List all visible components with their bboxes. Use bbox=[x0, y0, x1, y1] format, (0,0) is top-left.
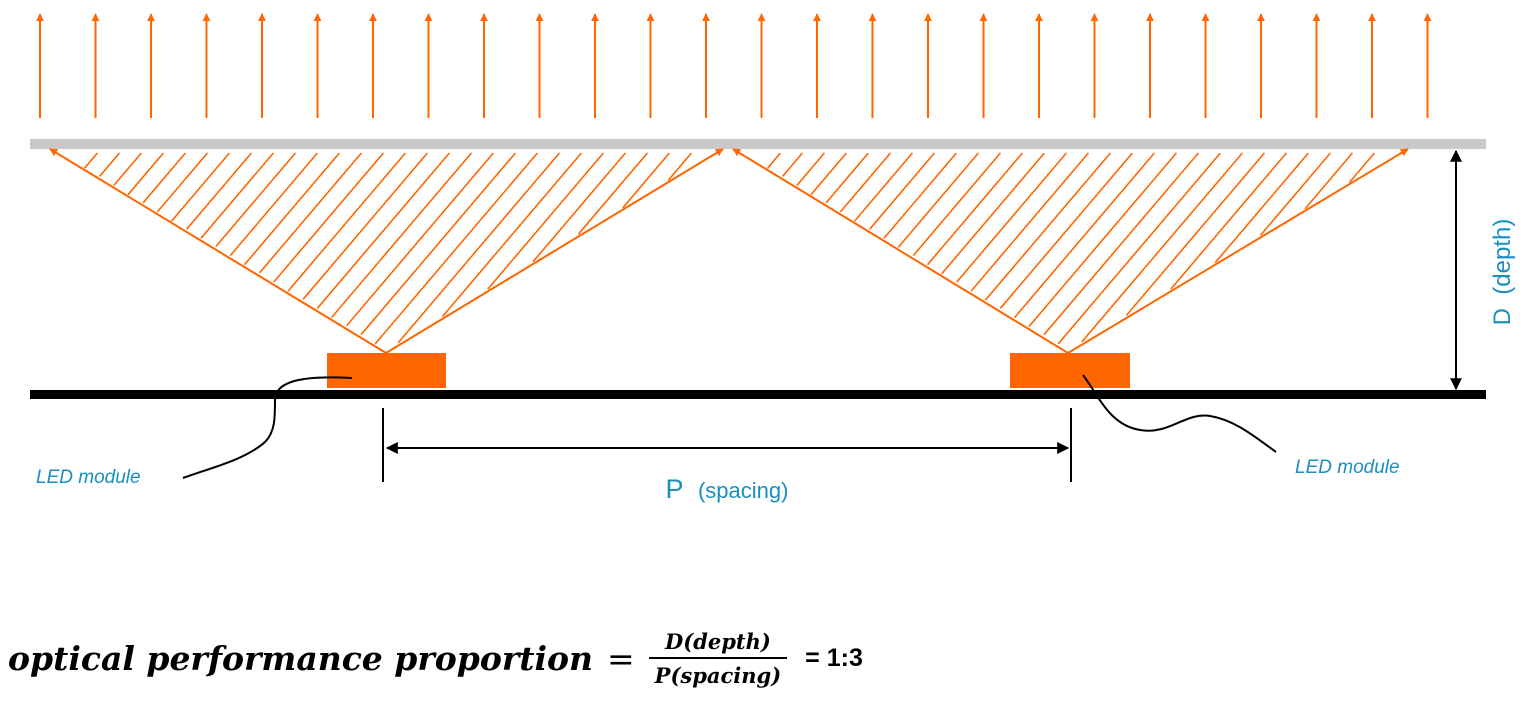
hatch-line bbox=[1057, 152, 1222, 345]
hatch-line bbox=[229, 152, 319, 257]
formula-lhs: optical performance proportion bbox=[8, 638, 594, 678]
hatch-line bbox=[1013, 152, 1156, 319]
hatch-line bbox=[1348, 152, 1376, 184]
formula-fraction: D(depth) P(spacing) bbox=[648, 628, 788, 688]
hatch-line bbox=[1304, 152, 1354, 210]
hatch-line bbox=[397, 152, 561, 344]
led-module-right bbox=[1010, 353, 1130, 388]
hatch-line bbox=[243, 152, 341, 266]
hatch-line bbox=[796, 152, 826, 187]
diffuser-plate bbox=[30, 139, 1486, 149]
hatch-line bbox=[142, 152, 187, 204]
pcb-board bbox=[30, 390, 1486, 399]
hatch-line bbox=[186, 152, 253, 230]
hatch-line bbox=[1125, 152, 1266, 316]
cone-ray-right-b bbox=[1067, 148, 1409, 354]
hatch-line bbox=[941, 152, 1046, 275]
hatch-line bbox=[984, 152, 1112, 301]
hatch-line bbox=[1170, 152, 1288, 290]
light-cone-hatch-left bbox=[83, 152, 693, 345]
hatch-line bbox=[853, 152, 914, 222]
hatch-line bbox=[441, 152, 583, 318]
hatch-line bbox=[330, 152, 473, 319]
hatch-line bbox=[766, 152, 782, 169]
hatch-line bbox=[897, 152, 980, 248]
hatch-line bbox=[810, 152, 848, 196]
hatch-line bbox=[127, 152, 165, 196]
spacing-label: P (spacing) bbox=[666, 474, 789, 504]
hatch-line bbox=[200, 152, 275, 239]
hatch-line bbox=[83, 152, 99, 169]
hatch-line bbox=[374, 152, 539, 345]
emitted-light-arrows bbox=[36, 13, 1432, 118]
hatch-line bbox=[316, 152, 451, 309]
hatch-line bbox=[156, 152, 209, 213]
formula-result: = 1:3 bbox=[805, 643, 863, 672]
hatch-line bbox=[98, 152, 121, 177]
hatch-line bbox=[869, 152, 936, 230]
light-cone-right bbox=[732, 148, 1409, 354]
depth-label: D (depth) bbox=[1489, 219, 1516, 326]
optical-proportion-formula: optical performance proportion = D(depth… bbox=[8, 618, 863, 698]
hatch-line bbox=[215, 152, 297, 247]
hatch-line bbox=[781, 152, 804, 177]
led-callout-right bbox=[1082, 374, 1277, 453]
hatch-line bbox=[956, 152, 1068, 283]
led-callout-left bbox=[182, 376, 353, 479]
led-module-left bbox=[327, 353, 446, 388]
cone-ray-left-a bbox=[49, 148, 387, 354]
hatch-line bbox=[532, 152, 627, 263]
hatch-line bbox=[667, 152, 693, 182]
spacing-label-letter: P bbox=[666, 474, 684, 504]
hatch-line bbox=[970, 152, 1090, 292]
hatch-line bbox=[839, 152, 892, 213]
hatch-line bbox=[302, 152, 429, 300]
hatch-line bbox=[360, 152, 517, 336]
hatch-line bbox=[1081, 152, 1244, 343]
fraction-numerator: D(depth) bbox=[665, 628, 771, 654]
hatch-line bbox=[622, 152, 671, 209]
cone-ray-right-a bbox=[732, 148, 1069, 354]
formula-equals: = bbox=[607, 638, 635, 678]
hatch-line bbox=[1214, 152, 1310, 264]
fraction-bar bbox=[648, 656, 788, 659]
hatch-line bbox=[113, 152, 143, 187]
led-spacing-diagram: D (depth) P (spacing) LED module LED mod… bbox=[30, 13, 1516, 504]
fraction-denominator: P(spacing) bbox=[654, 662, 782, 688]
hatch-line bbox=[170, 152, 231, 222]
hatch-line bbox=[999, 152, 1134, 309]
hatch-line bbox=[577, 152, 649, 235]
hatch-line bbox=[1028, 152, 1178, 328]
spacing-label-text: (spacing) bbox=[698, 478, 788, 503]
hatch-line bbox=[825, 152, 870, 204]
hatch-line bbox=[273, 152, 385, 283]
hatch-line bbox=[258, 152, 363, 274]
led-label-left: LED module bbox=[36, 467, 141, 488]
cone-ray-left-b bbox=[385, 148, 724, 354]
hatch-line bbox=[487, 152, 605, 290]
led-label-right: LED module bbox=[1295, 457, 1400, 478]
hatch-line bbox=[912, 152, 1002, 257]
light-cone-hatch-right bbox=[766, 152, 1376, 345]
hatch-line bbox=[287, 152, 407, 292]
hatch-line bbox=[346, 152, 495, 327]
hatch-line bbox=[926, 152, 1024, 266]
light-cone-left bbox=[49, 148, 724, 354]
hatch-line bbox=[1259, 152, 1332, 236]
hatch-line bbox=[1043, 152, 1200, 336]
hatch-line bbox=[883, 152, 958, 239]
